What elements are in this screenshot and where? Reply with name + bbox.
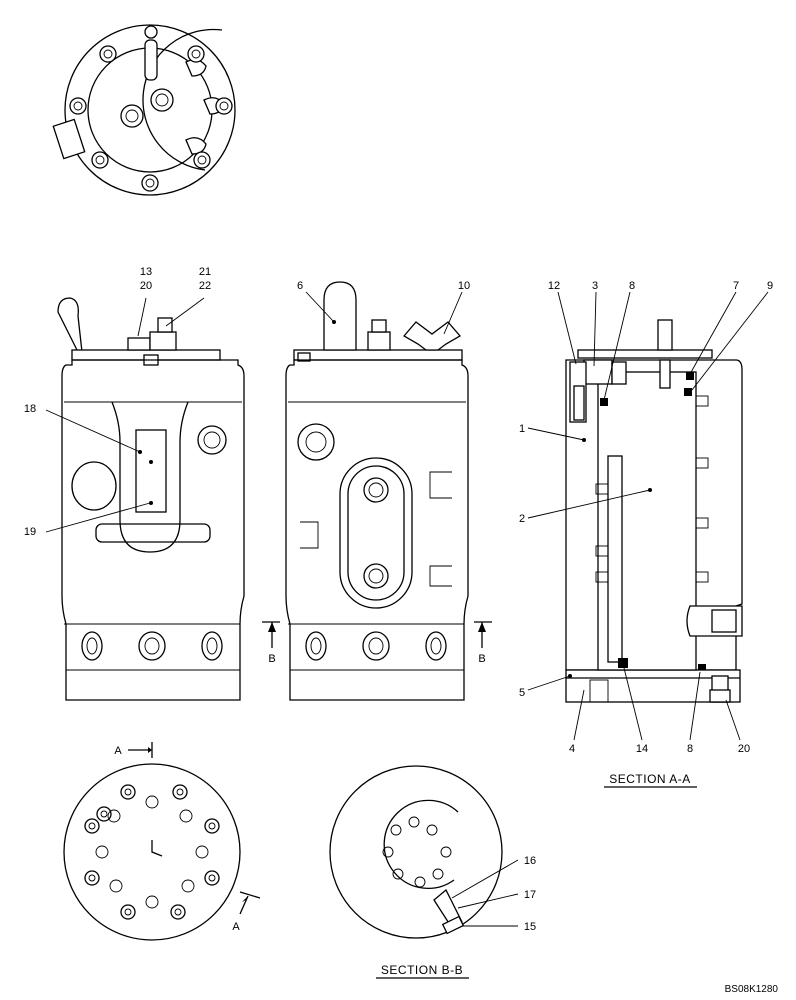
label-21: 21 xyxy=(199,266,211,278)
section-marker-labels: A A B B xyxy=(114,653,485,933)
label-20-bottom: 20 xyxy=(738,743,750,755)
label-14: 14 xyxy=(636,743,648,755)
section-titles: SECTION A-A SECTION B-B xyxy=(376,772,697,979)
section-a-marker-bottom: A xyxy=(232,921,240,933)
label-3: 3 xyxy=(592,280,598,292)
top-view xyxy=(52,24,236,196)
label-22: 22 xyxy=(199,280,211,292)
label-5: 5 xyxy=(519,687,525,699)
section-a-a-title: SECTION A-A xyxy=(609,772,691,786)
section-b-markers xyxy=(262,621,492,648)
section-b-marker-right: B xyxy=(478,653,485,665)
part-labels: 13 20 21 22 18 19 6 10 12 3 8 7 9 1 2 5 … xyxy=(24,266,773,933)
bottom-view xyxy=(63,742,261,941)
label-12: 12 xyxy=(548,280,560,292)
label-13: 13 xyxy=(140,266,152,278)
leader-lines xyxy=(45,291,769,927)
label-7: 7 xyxy=(733,280,739,292)
label-16: 16 xyxy=(524,855,536,867)
label-19: 19 xyxy=(24,526,36,538)
label-8-top: 8 xyxy=(629,280,635,292)
section-b-b-title: SECTION B-B xyxy=(381,963,463,977)
section-a-a-view xyxy=(565,319,743,703)
label-15: 15 xyxy=(524,921,536,933)
label-10: 10 xyxy=(458,280,470,292)
label-6: 6 xyxy=(297,280,303,292)
label-8-bottom: 8 xyxy=(687,743,693,755)
front-view-right xyxy=(285,281,469,701)
section-a-marker-top: A xyxy=(114,745,122,757)
label-9: 9 xyxy=(767,280,773,292)
section-b-marker-left: B xyxy=(268,653,275,665)
section-b-b-view xyxy=(329,765,503,939)
front-view-left xyxy=(57,297,245,701)
label-17: 17 xyxy=(524,889,536,901)
drawing-code: BS08K1280 xyxy=(725,984,779,995)
label-1: 1 xyxy=(519,423,525,435)
label-2: 2 xyxy=(519,513,525,525)
label-20-top: 20 xyxy=(140,280,152,292)
label-4: 4 xyxy=(569,743,575,755)
label-18: 18 xyxy=(24,403,36,415)
